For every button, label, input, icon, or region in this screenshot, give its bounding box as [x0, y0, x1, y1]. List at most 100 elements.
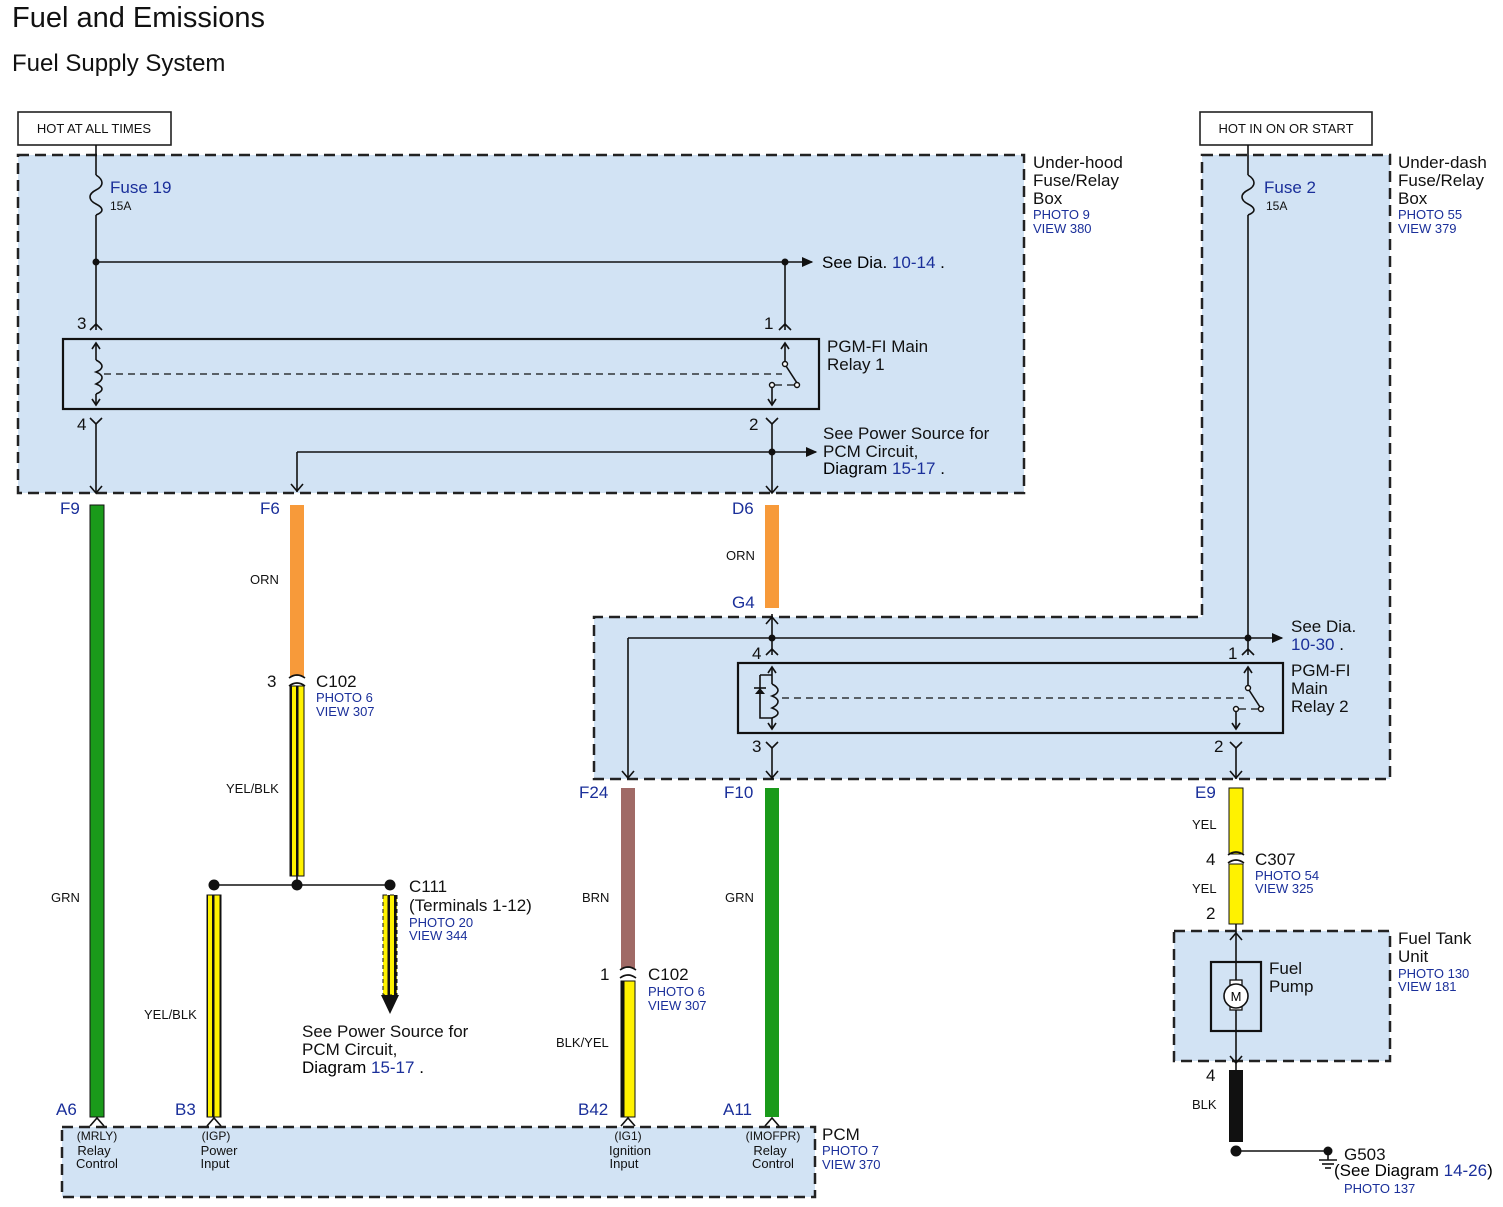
fuse-19-icon — [89, 174, 103, 216]
wire-label-a6: GRN — [51, 890, 80, 905]
power-source-line-2: PCM Circuit, — [823, 442, 918, 461]
wire-grn-f10 — [765, 788, 779, 1117]
terminal-a6: A6 — [56, 1100, 77, 1119]
wire-label-d6: ORN — [726, 548, 755, 563]
underdash-view: VIEW 379 — [1398, 221, 1457, 236]
pcm-box — [60, 1125, 817, 1199]
wire-yelblk-c111 — [382, 894, 398, 996]
underdash-photo: PHOTO 55 — [1398, 207, 1462, 222]
pcm-pin-b42-line-2: Input — [610, 1156, 639, 1171]
terminal-b3: B3 — [175, 1100, 196, 1119]
c307-pin-top: 4 — [1206, 850, 1215, 869]
c102-right-name: C102 — [648, 965, 689, 984]
fuse-2-icon — [1241, 174, 1255, 216]
page-title: Fuel and Emissions — [12, 2, 266, 34]
pcm-pin-b42-line-1: Ignition — [609, 1143, 651, 1158]
fuse-2-rating: 15A — [1266, 199, 1287, 213]
fuse-19-rating: 15A — [110, 199, 131, 213]
c102-left-name: C102 — [316, 672, 357, 691]
terminal-f10: F10 — [724, 783, 753, 802]
fuel-tank-name-2: Unit — [1398, 947, 1429, 966]
fuse-19-label: Fuse 19 — [110, 178, 171, 197]
pcm-pin-b3-line-1: Power — [201, 1143, 239, 1158]
relay-1-pin-4: 4 — [77, 415, 86, 434]
c307-view: VIEW 325 — [1255, 881, 1314, 896]
relay-1-pin-2: 2 — [749, 415, 758, 434]
underdash-box-name-2: Fuse/Relay — [1398, 171, 1484, 190]
wire-grn-a6 — [89, 504, 105, 1118]
c111-power-line-1: See Power Source for — [302, 1022, 469, 1041]
underhood-view: VIEW 380 — [1033, 221, 1092, 236]
c102-left-pin: 3 — [267, 672, 276, 691]
relay-1-name-2: Relay 1 — [827, 355, 885, 374]
relay-2-coil-icon — [769, 683, 779, 719]
terminal-f6: F6 — [260, 499, 280, 518]
pcm-pin-a11-line-1: Relay — [753, 1143, 787, 1158]
ground-name: G503 — [1344, 1145, 1386, 1164]
c307-name: C307 — [1255, 850, 1296, 869]
c307-photo: PHOTO 54 — [1255, 868, 1319, 883]
pcm-photo: PHOTO 7 — [822, 1143, 879, 1158]
terminal-a11: A11 — [723, 1100, 752, 1119]
wire-yelblk-b3 — [206, 894, 222, 1118]
relay-2-pin-1: 1 — [1228, 644, 1237, 663]
terminal-e9: E9 — [1195, 783, 1216, 802]
fuel-tank-pin-4: 4 — [1206, 1066, 1215, 1085]
underhood-fuse-relay-box — [16, 153, 1026, 495]
c307-pin-bottom: 2 — [1206, 904, 1215, 923]
wire-label-c307: YEL — [1192, 881, 1217, 896]
relay-1-pin-1: 1 — [764, 314, 773, 333]
underhood-box-name-1: Under-hood — [1033, 153, 1123, 172]
ground-photo: PHOTO 137 — [1344, 1181, 1415, 1196]
see-dia-10-30-prefix: See Dia. — [1291, 617, 1356, 636]
c111-view: VIEW 344 — [409, 928, 468, 943]
relay-2-name-1: PGM-FI — [1291, 661, 1351, 680]
pcm-pin-b3-code: (IGP) — [202, 1129, 231, 1143]
terminal-f24: F24 — [579, 783, 608, 802]
see-dia-10-14: See Dia. 10-14 . — [822, 253, 945, 272]
wire-label-f24: BRN — [582, 890, 609, 905]
relay-2-pin-4: 4 — [752, 644, 761, 663]
relay-2-pin-3: 3 — [752, 737, 761, 756]
underhood-photo: PHOTO 9 — [1033, 207, 1090, 222]
wire-blk-ground — [1229, 1070, 1243, 1142]
fuel-pump-box — [1209, 960, 1263, 1033]
c102-left-photo: PHOTO 6 — [316, 690, 373, 705]
wire-yel-c307 — [1228, 863, 1244, 925]
underhood-box-name-2: Fuse/Relay — [1033, 171, 1119, 190]
diode-icon — [755, 688, 765, 694]
wire-label-f6: ORN — [250, 572, 279, 587]
pcm-pin-a6-code: (MRLY) — [77, 1129, 117, 1143]
wire-label-c102-b3: YEL/BLK — [226, 781, 279, 796]
terminal-b42: B42 — [578, 1100, 608, 1119]
relay-1-coil-icon — [93, 359, 103, 395]
fuel-tank-name-1: Fuel Tank — [1398, 929, 1472, 948]
pcm-pin-a6-line-1: Relay — [77, 1143, 111, 1158]
ground-see-diagram: (See Diagram 14-26) — [1334, 1161, 1493, 1180]
c111-power-line-2: PCM Circuit, — [302, 1040, 397, 1059]
hot-at-all-times-label — [17, 111, 172, 146]
pcm-pin-a11-line-2: Control — [752, 1156, 794, 1171]
power-source-line-3: Diagram 15-17 . — [823, 459, 945, 478]
c102-left-view: VIEW 307 — [316, 704, 375, 719]
relay-2-pin-2: 2 — [1214, 737, 1223, 756]
terminal-g4: G4 — [732, 593, 755, 612]
relay-2-name-3: Relay 2 — [1291, 697, 1349, 716]
pcm-pin-b3-line-2: Input — [201, 1156, 230, 1171]
c102-right-view: VIEW 307 — [648, 998, 707, 1013]
hot-at-all-times-text: HOT AT ALL TIMES — [37, 121, 151, 136]
wire-blkyel-b42 — [620, 980, 636, 1118]
c111-name: C111 — [409, 877, 447, 896]
page-subtitle: Fuel Supply System — [12, 50, 226, 77]
ground-icon — [1319, 1151, 1337, 1169]
relay-1-pin-3: 3 — [77, 314, 86, 333]
pgm-fi-main-relay-2 — [736, 661, 1285, 735]
power-source-line-1: See Power Source for — [823, 424, 990, 443]
fuel-tank-photo: PHOTO 130 — [1398, 966, 1469, 981]
pcm-name: PCM — [822, 1125, 860, 1144]
wire-yelblk-c102 — [289, 685, 305, 877]
underdash-fuse-relay-box — [592, 153, 1392, 781]
pcm-pin-a11-code: (IMOFPR) — [746, 1129, 801, 1143]
c111-photo: PHOTO 20 — [409, 915, 473, 930]
